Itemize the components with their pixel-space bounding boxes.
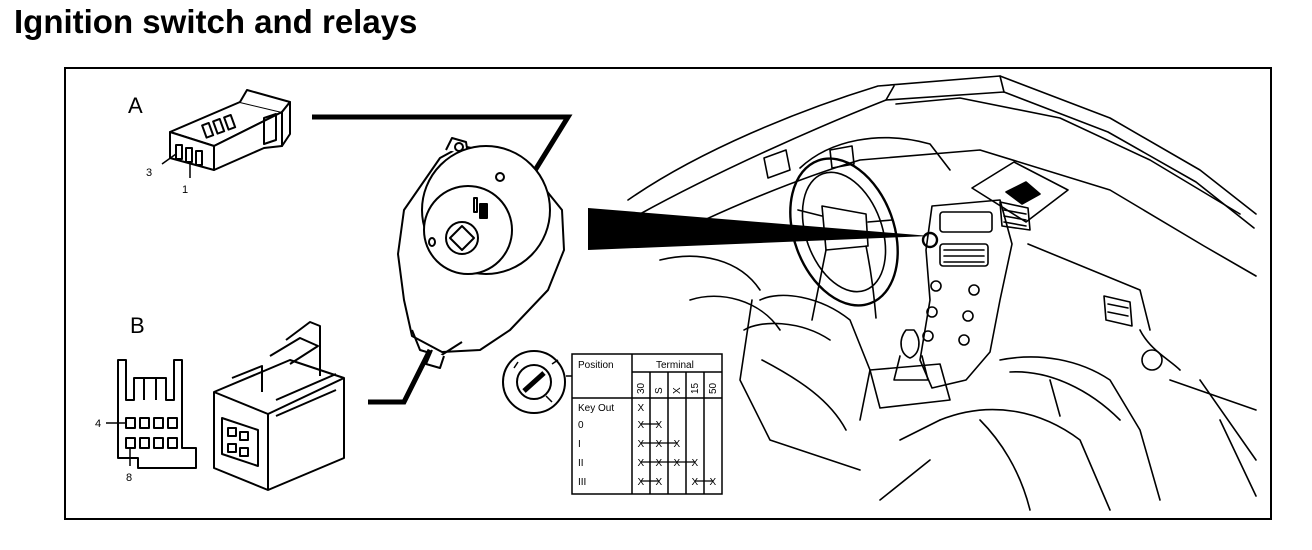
- terminal-mark: X: [692, 458, 699, 469]
- connector-b-pin-8: 8: [126, 472, 132, 484]
- terminal-mark: X: [638, 439, 645, 450]
- terminal-mark: X: [656, 439, 663, 450]
- pointer-wedge: [588, 208, 930, 250]
- connector-a: [161, 89, 291, 178]
- page-title: Ignition switch and relays: [14, 3, 418, 40]
- terminal-mark: X: [710, 477, 717, 488]
- terminal-column-label: 50: [708, 382, 719, 394]
- terminal-column-label: S: [654, 387, 665, 394]
- position-label: Key Out: [578, 403, 614, 414]
- connector-a-pin-1: 1: [182, 184, 188, 196]
- connector-a-pin-3: 3: [146, 167, 152, 179]
- connector-a-label: A: [128, 93, 143, 118]
- terminal-mark: X: [674, 439, 681, 450]
- terminal-mark: X: [638, 403, 645, 414]
- diagram-frame: [64, 67, 1272, 520]
- terminal-mark: X: [674, 458, 681, 469]
- position-label: I: [578, 439, 581, 450]
- terminal-mark: X: [638, 477, 645, 488]
- connector-b: [106, 321, 345, 491]
- car-interior-illustration: [627, 75, 1257, 511]
- key-position-dial: [502, 350, 572, 414]
- terminal-header: Terminal: [656, 360, 694, 371]
- terminal-column-label: 15: [690, 382, 701, 394]
- terminal-mark: X: [692, 477, 699, 488]
- leader-lines: [312, 114, 573, 405]
- terminal-mark: X: [656, 458, 663, 469]
- terminal-mark: X: [656, 420, 663, 431]
- position-header: Position: [578, 360, 614, 371]
- terminal-mark: X: [638, 458, 645, 469]
- position-label: II: [578, 458, 584, 469]
- ignition-switch: [397, 137, 565, 369]
- position-label: 0: [578, 420, 584, 431]
- terminal-column-label: 30: [636, 382, 647, 394]
- terminal-mark: X: [638, 420, 645, 431]
- terminal-mark: X: [656, 477, 663, 488]
- connector-b-label: B: [130, 313, 145, 338]
- position-label: III: [578, 477, 586, 488]
- terminal-column-label: X: [672, 387, 683, 394]
- connector-b-pin-4: 4: [95, 418, 101, 430]
